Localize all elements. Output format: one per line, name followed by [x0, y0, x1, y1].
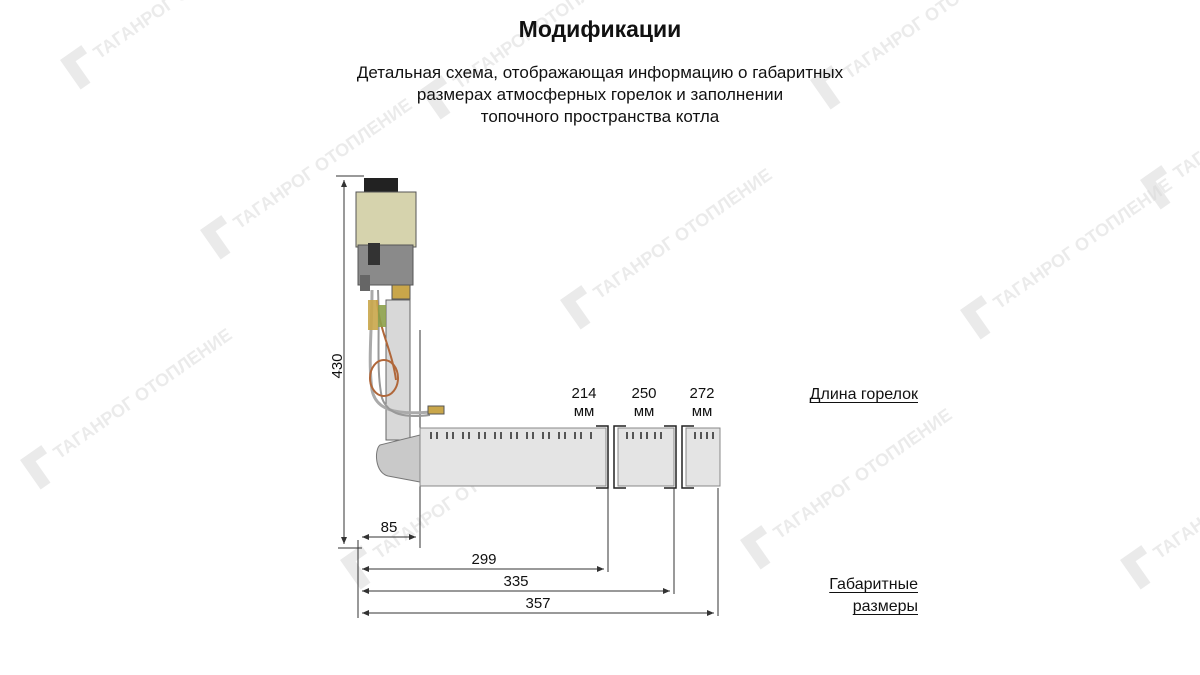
burner-segment-250	[613, 425, 677, 489]
burner-length-unit: мм	[574, 403, 595, 420]
subtitle-line: топочного пространства котла	[480, 107, 720, 126]
offset-dimension: 85	[357, 519, 416, 618]
overall-dimension-value: 335	[503, 573, 528, 590]
thermocouple-tubes	[368, 289, 445, 417]
overall-dimensions: 299 335 357	[362, 488, 719, 616]
subtitle-line: Детальная схема, отображающая информацию…	[356, 63, 844, 82]
burner-length-labels: 214 мм 250 мм 272 мм	[571, 385, 714, 420]
burner-segment-214	[419, 425, 609, 489]
page-subtitle: Детальная схема, отображающая информацию…	[300, 62, 900, 128]
valve-connector	[360, 275, 370, 291]
gas-valve	[355, 178, 417, 300]
burner-segment-272	[681, 425, 721, 489]
height-dimension: 430	[329, 175, 364, 549]
vertical-gas-pipe	[385, 299, 421, 548]
burner-length-value: 214	[571, 385, 596, 402]
overall-dimension-value: 357	[525, 595, 550, 612]
burner-length-unit: мм	[634, 403, 655, 420]
burner-length-value: 250	[631, 385, 656, 402]
valve-body	[355, 191, 417, 248]
subtitle-line: размерах атмосферных горелок и заполнени…	[416, 85, 784, 104]
valve-top-cap	[364, 178, 398, 194]
burner-head	[375, 434, 421, 483]
height-dimension-value: 430	[329, 353, 346, 378]
offset-dimension-value: 85	[381, 519, 398, 536]
overall-dimensions-label: Габаритные размеры	[829, 576, 918, 615]
valve-knob	[368, 243, 380, 265]
valve-fitting	[391, 284, 411, 300]
overall-dimension-value: 299	[471, 551, 496, 568]
page-title: Модификации	[518, 16, 682, 42]
burner-length-label: Длина горелок	[809, 386, 918, 403]
burner-length-value: 272	[689, 385, 714, 402]
burner-length-unit: мм	[692, 403, 713, 420]
